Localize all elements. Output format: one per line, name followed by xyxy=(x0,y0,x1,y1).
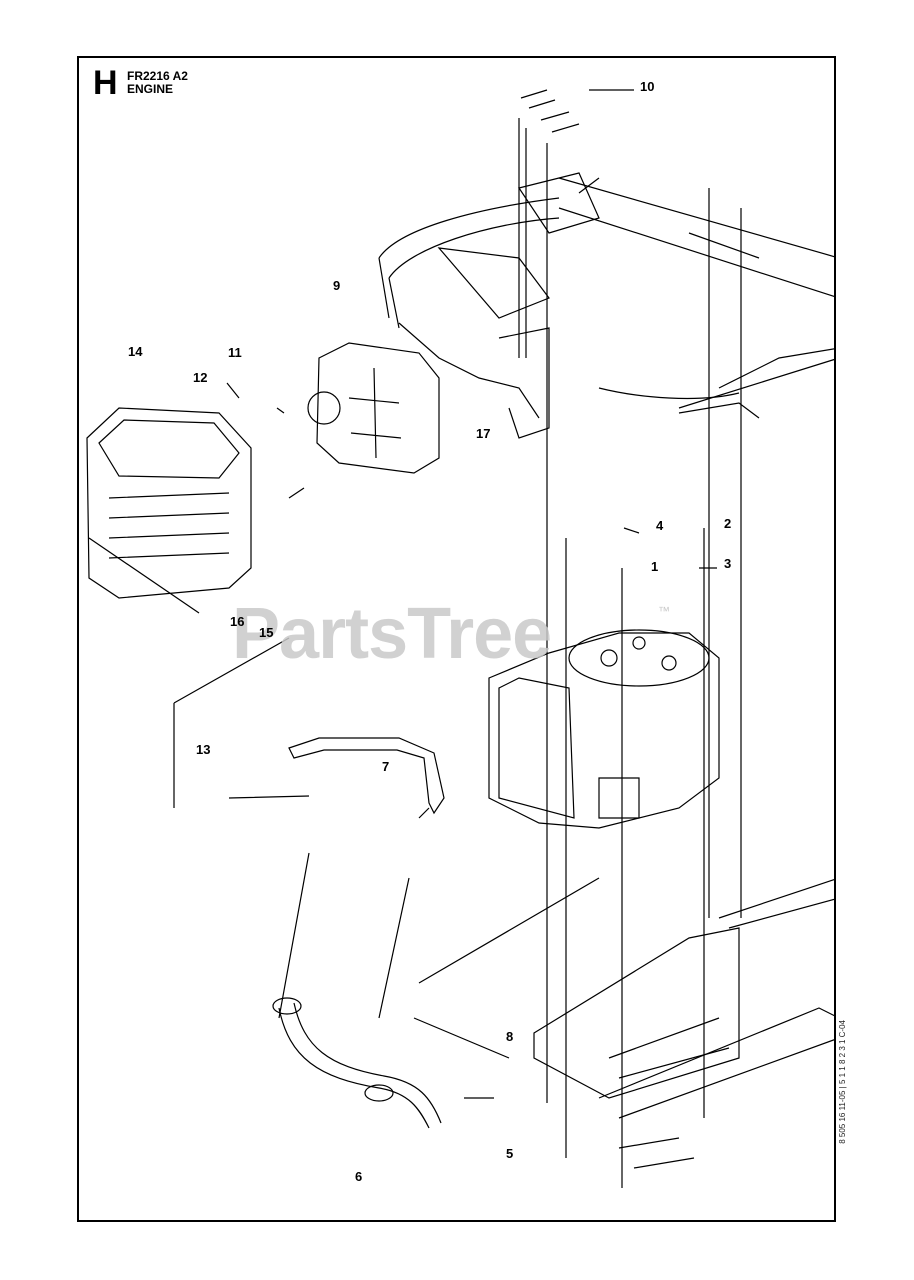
engine-mount-plate xyxy=(533,879,834,1169)
callout-4[interactable]: 4 xyxy=(656,518,664,533)
muffler-shield xyxy=(86,407,252,614)
callout-16[interactable]: 16 xyxy=(230,614,245,629)
callout-13[interactable]: 13 xyxy=(196,742,211,757)
callout-2[interactable]: 2 xyxy=(724,516,732,531)
drawing-reference-code: 8 505 16 11-05 | 5 1 1 8 2 3 1 C-04 xyxy=(838,1020,847,1144)
muffler xyxy=(307,342,440,474)
callout-15[interactable]: 15 xyxy=(259,625,274,640)
leader-lines xyxy=(226,89,717,1099)
callout-9[interactable]: 9 xyxy=(333,278,341,293)
callout-8[interactable]: 8 xyxy=(506,1029,514,1044)
callout-11[interactable]: 11 xyxy=(228,345,242,360)
callout-7[interactable]: 7 xyxy=(382,759,390,774)
engine-block xyxy=(488,629,720,829)
callout-10[interactable]: 10 xyxy=(640,79,655,94)
callout-12[interactable]: 12 xyxy=(193,370,208,385)
diagram-title: ENGINE xyxy=(127,82,174,96)
exhaust-pipe xyxy=(272,997,442,1129)
trademark-symbol: ™ xyxy=(658,604,670,618)
callout-1[interactable]: 1 xyxy=(651,559,659,574)
hose xyxy=(173,637,445,815)
partstree-watermark: PartsTree xyxy=(232,594,552,674)
callout-14[interactable]: 14 xyxy=(128,344,143,359)
callout-5[interactable]: 5 xyxy=(506,1146,514,1161)
section-letter: H xyxy=(93,64,118,102)
bolt-lines xyxy=(518,89,742,1188)
callout-6[interactable]: 6 xyxy=(355,1169,363,1184)
exploded-view-drawing xyxy=(86,89,834,1188)
diagram-frame: H FR2216 A2 ENGINE xyxy=(77,56,836,1222)
model-number: FR2216 A2 xyxy=(127,69,188,83)
callout-3[interactable]: 3 xyxy=(724,556,732,571)
callout-17[interactable]: 17 xyxy=(476,426,491,441)
chassis-frame xyxy=(378,172,834,439)
